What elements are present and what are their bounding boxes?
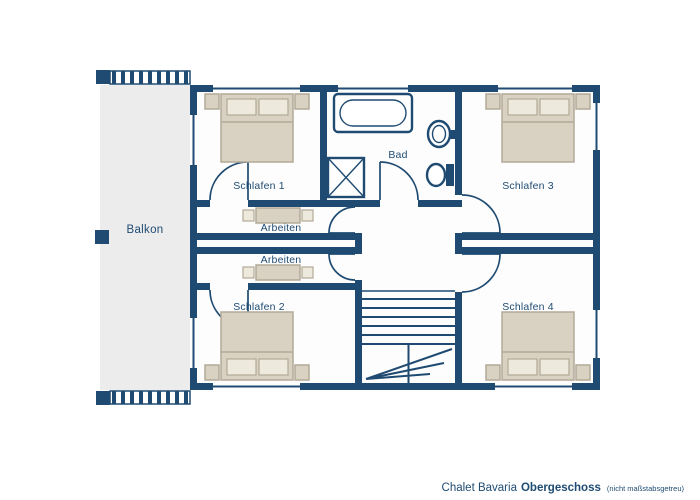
label-bedroom3: Schlafen 3 [502, 180, 554, 192]
nightstand [294, 93, 310, 110]
pillow [507, 98, 538, 116]
chair [242, 209, 255, 222]
label-work-bottom: Arbeiten [261, 254, 302, 266]
bed-bedroom2 [204, 311, 310, 381]
balcony-railing-top [96, 70, 191, 85]
nightstand [575, 364, 591, 381]
toilet [425, 162, 454, 188]
bed-bedroom3 [485, 93, 591, 163]
railing-post-top [96, 70, 110, 84]
balcony [95, 70, 191, 405]
staircase [362, 290, 455, 383]
bed-bedroom1 [204, 93, 310, 163]
label-bath: Bad [388, 149, 407, 161]
nightstand [575, 93, 591, 110]
plan-title-floor: Obergeschoss [520, 482, 601, 494]
label-bedroom2: Schlafen 2 [233, 301, 285, 313]
desk-work-bottom [242, 264, 314, 281]
label-balcony: Balkon [127, 224, 164, 236]
sink [426, 119, 455, 149]
label-bedroom4: Schlafen 4 [502, 301, 554, 313]
railing-post-bottom [96, 391, 110, 405]
nightstand [204, 93, 220, 110]
door-bedroom4 [461, 253, 501, 293]
walls [190, 85, 600, 390]
chair [242, 266, 255, 279]
pillow [258, 358, 289, 376]
balcony-floor [100, 85, 190, 390]
chair [301, 266, 314, 279]
nightstand [204, 364, 220, 381]
desk-work-top [242, 207, 314, 224]
windows [192, 87, 598, 388]
shower [326, 156, 366, 199]
pillow [226, 98, 257, 116]
bathtub [332, 92, 414, 134]
plan-title-note: (nicht maßstabsgetreu) [606, 484, 684, 493]
door-work-bottom [328, 253, 356, 281]
pillow [226, 358, 257, 376]
desk [255, 207, 301, 224]
nightstand [485, 364, 501, 381]
nightstand [485, 93, 501, 110]
pillow [539, 358, 570, 376]
pillow [258, 98, 289, 116]
door-bath [379, 161, 419, 201]
pillow [539, 98, 570, 116]
plan-title: Chalet Bavaria Obergeschoss (nicht maßst… [442, 482, 684, 494]
balcony-railing-bottom [96, 390, 191, 405]
chair [301, 209, 314, 222]
label-work-top: Arbeiten [261, 222, 302, 234]
desk [255, 264, 301, 281]
pillow [507, 358, 538, 376]
door-bedroom3 [461, 194, 501, 234]
plan-title-name: Chalet Bavaria [441, 482, 517, 494]
door-work-top [328, 206, 356, 234]
bed-bedroom4 [485, 311, 591, 381]
label-bedroom1: Schlafen 1 [233, 180, 285, 192]
railing-post-middle [95, 230, 109, 244]
nightstand [294, 364, 310, 381]
